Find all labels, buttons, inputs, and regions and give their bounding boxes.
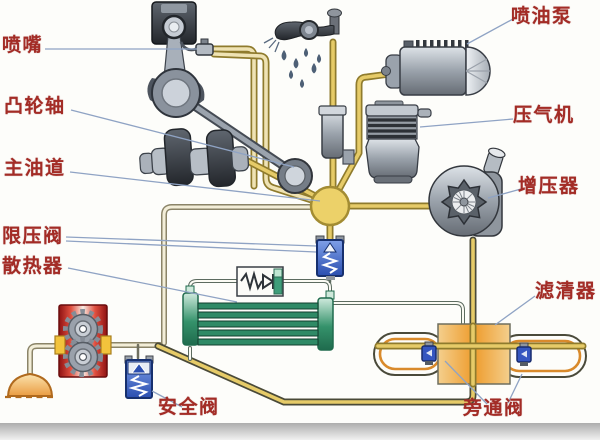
rocker-arm <box>263 8 342 53</box>
leader-pressure-valve-1 <box>65 236 317 247</box>
turbocharger <box>428 147 506 237</box>
label-camshaft: 凸轮轴 <box>4 95 66 117</box>
label-safety-valve: 安全阀 <box>158 396 220 418</box>
thermostat-valve <box>236 266 284 297</box>
oil-pickup <box>5 372 55 399</box>
pump-gear-bottom <box>63 337 103 377</box>
pipe-pickup <box>27 343 65 381</box>
leader-pressure-valve-2 <box>65 240 317 253</box>
camshaft-journal-ring <box>277 158 313 194</box>
piston-assembly <box>147 1 293 174</box>
safety-valve <box>124 355 154 399</box>
tappet <box>318 105 355 165</box>
radiator <box>182 285 335 351</box>
crankshaft <box>139 128 250 188</box>
radiator-tubes <box>197 302 319 346</box>
oil-pump <box>54 304 112 378</box>
label-injection-pump: 喷油泵 <box>511 5 573 27</box>
leader-camshaft <box>70 109 295 168</box>
pipe-injector <box>207 45 322 206</box>
leader-injection-pump <box>466 18 514 45</box>
label-filter: 滤清器 <box>535 280 597 302</box>
leader-filter <box>494 295 536 326</box>
injection-pump <box>381 40 491 96</box>
leader-safety-valve <box>151 390 183 408</box>
oil-drops <box>281 48 322 88</box>
leader-turbocharger <box>487 188 522 199</box>
label-turbocharger: 增压器 <box>518 175 580 197</box>
leader-compressor <box>419 118 514 128</box>
leader-bypass-right <box>507 373 523 404</box>
label-pressure-valve: 限压阀 <box>2 225 64 247</box>
pipe-gallery-left <box>161 204 314 346</box>
oil-spray <box>263 37 280 53</box>
leader-main-gallery <box>69 171 321 202</box>
label-compressor: 压气机 <box>513 104 575 126</box>
leader-lines <box>45 18 536 408</box>
label-main-gallery: 主油道 <box>4 157 66 179</box>
label-nozzle: 喷嘴 <box>2 34 44 56</box>
pipe-to-injection-pump <box>333 69 401 197</box>
bottom-band <box>0 423 600 440</box>
main-gallery-node <box>309 185 351 227</box>
filter-cross-pipes <box>374 322 587 388</box>
pressure-limit-valve <box>315 235 345 280</box>
label-bypass-valve: 旁通阀 <box>463 397 525 419</box>
compressor <box>365 100 432 184</box>
pipe-turbo-filter-return <box>154 236 477 406</box>
leader-bypass-left <box>444 360 488 405</box>
label-radiator: 散热器 <box>2 255 64 277</box>
leader-radiator <box>67 267 238 303</box>
bypass-valve-left <box>421 341 437 365</box>
bypass-valve-right <box>516 342 532 366</box>
